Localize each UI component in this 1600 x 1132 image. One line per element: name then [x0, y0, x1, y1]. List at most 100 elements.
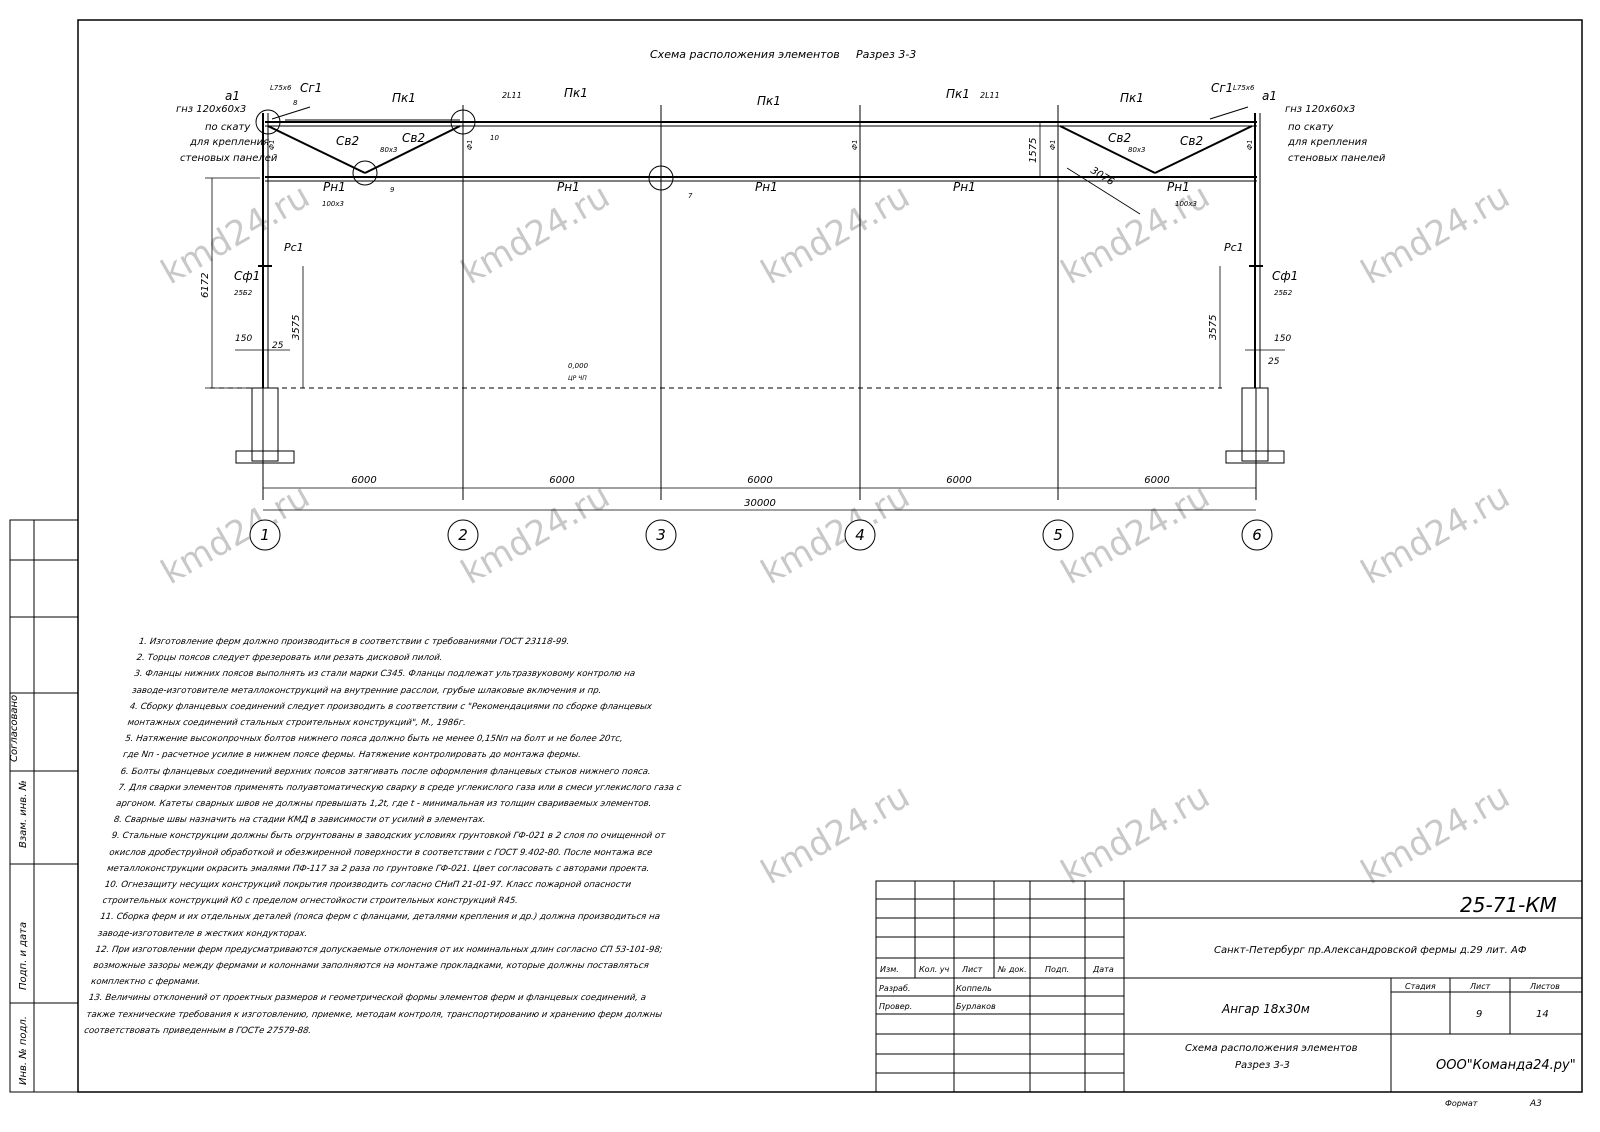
label-node-9: 9 [390, 186, 395, 194]
scheme-title: Схема расположения элементов [650, 48, 840, 61]
label-f1-4: Ф1 [1049, 140, 1057, 150]
label-rn1-profile-l: 100х3 [322, 200, 344, 208]
watermark: kmd24.ru [755, 776, 917, 893]
watermark: kmd24.ru [1055, 776, 1217, 893]
label-profile-right: гнз 120х60х3 [1285, 104, 1355, 115]
label-rn1-3: Рн1 [755, 180, 778, 194]
label-sv2-profile-l: 80х3 [380, 146, 398, 154]
note-line: металлоконструкции окрасить эмалями ПФ-1… [106, 863, 651, 874]
sheets-label: Листов [1529, 982, 1560, 991]
label-rn1-profile-r: 100х3 [1175, 200, 1197, 208]
watermark: kmd24.ru [1355, 776, 1517, 893]
note-line: заводе-изготовителе в жестких кондуктора… [97, 928, 308, 939]
note-line: возможные зазоры между фермами и колонна… [92, 961, 650, 972]
label-node-7: 7 [688, 192, 693, 200]
label-rn1-1: Рн1 [323, 180, 346, 194]
note-line: 7. Для сварки элементов применять полуав… [117, 782, 683, 793]
axis-4: 4 [855, 526, 865, 544]
level-note: ЦР ЧП [568, 375, 587, 382]
col-sign: Подп. [1045, 965, 1069, 974]
note-line: монтажных соединений стальных строительн… [126, 718, 467, 729]
truss-height-dim: 1575 [1028, 138, 1039, 163]
base-gap-right: 25 [1268, 357, 1280, 367]
label-pk1-1: Пк1 [392, 91, 416, 105]
diagonal-dim: 3076 [1088, 165, 1115, 188]
stamp-signature-date: Подп. и дата [18, 922, 29, 990]
label-pk1-3: Пк1 [757, 94, 781, 108]
label-fixing-left: для крепления [189, 137, 269, 148]
note-line: 11. Сборка ферм и их отдельных деталей (… [99, 912, 661, 923]
span-dim-4: 6000 [946, 475, 971, 486]
label-node-8: 8 [293, 99, 298, 107]
base-offset-left: 150 [235, 334, 252, 344]
note-line: комплектно с фермами. [90, 977, 201, 988]
axis-3: 3 [656, 526, 666, 544]
label-panels-right: стеновых панелей [1288, 153, 1386, 164]
label-2l-left: 2L11 [502, 91, 522, 100]
axis-1: 1 [260, 526, 270, 544]
frame-structure [210, 105, 1285, 500]
col-date: Дата [1092, 965, 1114, 974]
label-rs1-left: Рс1 [284, 241, 304, 254]
label-a1-left: а1 [225, 89, 240, 103]
developer-name: Коппель [956, 984, 992, 993]
span-dim-2: 6000 [549, 475, 574, 486]
watermark: kmd24.ru [455, 476, 617, 593]
label-slope-right: по скату [1288, 122, 1334, 133]
note-line: заводе-изготовителе металлоконструкций н… [131, 685, 603, 696]
note-line: 13. Величины отклонений от проектных раз… [88, 993, 647, 1004]
section-title: Разрез 3-3 [856, 48, 916, 61]
note-line: 2. Торцы поясов следует фрезеровать или … [135, 653, 444, 664]
label-pk1-4: Пк1 [946, 87, 970, 101]
label-node-10: 10 [490, 134, 499, 142]
stamp-inv-original: Инв. № подл. [18, 1016, 29, 1085]
watermark: kmd24.ru [755, 176, 917, 293]
col-change: Изм. [880, 965, 899, 974]
watermark: kmd24.ru [1355, 176, 1517, 293]
span-dim-3: 6000 [747, 475, 772, 486]
watermark: kmd24.ru [1055, 476, 1217, 593]
row-checked: Провер. [879, 1002, 912, 1011]
sheet-value: 9 [1476, 1009, 1482, 1020]
label-sv2-l2: Св2 [402, 131, 425, 145]
row-developed: Разраб. [879, 984, 910, 993]
label-fixing-right: для крепления [1287, 137, 1367, 148]
label-rs1-right: Рс1 [1224, 241, 1244, 254]
column-height-dim: 6172 [200, 273, 211, 298]
note-line: 5. Натяжение высокопрочных болтов нижнег… [124, 734, 624, 745]
label-f1-3: Ф1 [851, 140, 859, 150]
label-sf1-profile-right: 25Б2 [1274, 289, 1293, 297]
stamp-agreed: Согласовано [9, 695, 20, 762]
note-line: 4. Сборку фланцевых соединений следует п… [129, 701, 653, 712]
label-panels-left: стеновых панелей [180, 153, 278, 164]
drawing-subtitle: Разрез 3-3 [1235, 1060, 1290, 1071]
format-value: А3 [1529, 1099, 1542, 1109]
watermark: kmd24.ru [155, 476, 317, 593]
sheet-label: Лист [1469, 982, 1491, 991]
company-name: ООО"Команда24.ру" [1436, 1058, 1576, 1073]
label-pk1-2: Пк1 [564, 86, 588, 100]
label-f1-2: Ф1 [466, 140, 474, 150]
label-sf1-right: Сф1 [1272, 269, 1298, 283]
note-line: строительных конструкций К0 с пределом о… [101, 896, 519, 907]
note-line: также технические требования к изготовле… [85, 1009, 663, 1020]
drawing-title: Схема расположения элементов [1185, 1043, 1358, 1054]
watermark: kmd24.ru [455, 176, 617, 293]
dimension-lines [205, 122, 1285, 511]
note-line: 8. Сварные швы назначить на стадии КМД в… [113, 815, 487, 826]
stamp-inv-replaced: Взам. инв. № [18, 780, 29, 848]
label-sf1-profile-left: 25Б2 [234, 289, 253, 297]
note-line: 9. Стальные конструкции должны быть огру… [110, 831, 666, 842]
note-line: 1. Изготовление ферм должно производитьс… [138, 637, 571, 647]
axis-6: 6 [1252, 526, 1262, 544]
note-line: соответствовать приведенным в ГОСТе 2757… [83, 1025, 312, 1036]
drawing-code: 25-71-КМ [1460, 893, 1557, 917]
note-line: где Nп - расчетное усилие в нижнем поясе… [122, 750, 582, 761]
format-label: Формат [1445, 1099, 1478, 1108]
title-block [875, 880, 1583, 1093]
watermark: kmd24.ru [755, 476, 917, 593]
note-line: окислов дробеструйной обработкой и обезж… [108, 847, 654, 858]
col-doc: № док. [997, 965, 1027, 974]
label-rn1-4: Рн1 [953, 180, 976, 194]
note-line: аргоном. Катеты сварных швов не должны п… [115, 799, 653, 810]
